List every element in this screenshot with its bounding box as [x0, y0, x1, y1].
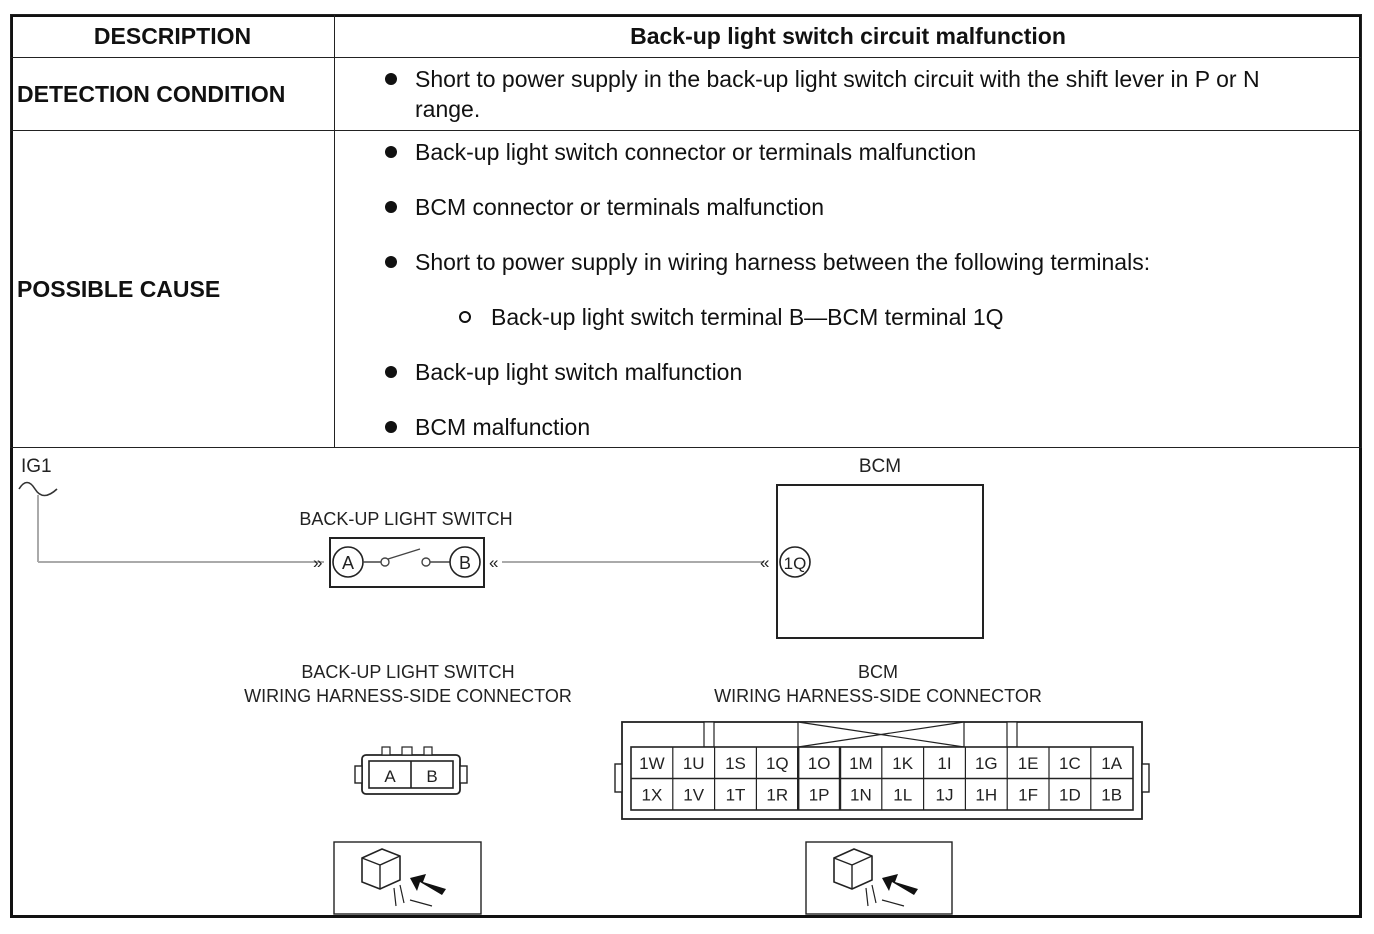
bcm-pin-label: 1S — [725, 754, 746, 773]
bcm-pin-label: 1L — [893, 785, 912, 804]
switch-connector-subtitle: WIRING HARNESS-SIDE CONNECTOR — [244, 686, 572, 706]
cause-item: Back-up light switch malfunction — [335, 357, 1361, 387]
bcm-pin-label: 1D — [1059, 785, 1081, 804]
bcm-pin-label: 1P — [809, 785, 830, 804]
power-source-icon — [18, 481, 58, 497]
bcm-connector-view-icon — [805, 841, 953, 915]
malfunction-title: Back-up light switch circuit malfunction — [334, 14, 1362, 58]
bcm-pin-label: 1K — [892, 754, 913, 773]
switch-connector-view-icon — [333, 841, 482, 915]
description-header: DESCRIPTION — [10, 14, 335, 58]
switch-connector-face — [354, 746, 468, 795]
bcm-pin-label: 1C — [1059, 754, 1081, 773]
switch-connector-title: BACK-UP LIGHT SWITCH — [301, 662, 514, 682]
detection-item: Short to power supply in the back-up lig… — [335, 64, 1361, 124]
bcm-connector-title: BCM — [858, 662, 898, 682]
detection-cell: Short to power supply in the back-up lig… — [334, 57, 1362, 131]
switch-pin-b: B — [426, 767, 437, 786]
detection-label: DETECTION CONDITION — [10, 57, 335, 131]
connector-chevron-icon: « — [489, 553, 498, 572]
power-label: IG1 — [21, 456, 52, 477]
switch-terminal-b — [449, 546, 481, 578]
cause-item: BCM malfunction — [335, 412, 1361, 442]
detection-list: Short to power supply in the back-up lig… — [335, 58, 1361, 130]
bcm-pin-label: 1J — [936, 785, 954, 804]
bcm-pin-label: 1G — [975, 754, 998, 773]
bcm-pin-label: 1F — [1018, 785, 1038, 804]
cause-item: Short to power supply in wiring harness … — [335, 247, 1361, 277]
connector-chevron-icon: » — [313, 553, 322, 572]
cause-row: POSSIBLE CAUSE Back-up light switch conn… — [10, 130, 1362, 448]
info-table: DESCRIPTION Back-up light switch circuit… — [10, 14, 1362, 448]
header-row: DESCRIPTION Back-up light switch circuit… — [10, 14, 1362, 58]
bcm-pin-label: 1T — [726, 785, 746, 804]
cause-list: Back-up light switch connector or termin… — [335, 137, 1361, 442]
bcm-pin-label: 1R — [766, 785, 788, 804]
cause-subitem: Back-up light switch terminal B—BCM term… — [335, 302, 1361, 332]
switch-pin-a: A — [384, 767, 396, 786]
cause-label: POSSIBLE CAUSE — [10, 130, 335, 448]
bcm-terminal-label: 1Q — [784, 554, 807, 573]
bcm-pin-grid: 1W 1U 1S 1Q 1O 1M 1K 1I 1G 1E 1C 1A 1X 1V 1T 1R 1P 1N 1L 1J… — [639, 747, 1123, 810]
cause-item: Back-up light switch connector or termin… — [335, 137, 1361, 167]
switch-terminal-a-label: A — [342, 553, 354, 573]
bcm-pin-label: 1M — [849, 754, 873, 773]
switch-blade-icon — [387, 548, 421, 560]
bcm-pin-label: 1I — [937, 754, 951, 773]
bcm-pin-label: 1X — [642, 785, 663, 804]
bcm-pin-label: 1B — [1101, 785, 1122, 804]
connector-chevron-icon: « — [760, 553, 769, 572]
bcm-pin-label: 1N — [850, 785, 872, 804]
bcm-pin-label: 1W — [639, 754, 665, 773]
bcm-pin-label: 1A — [1101, 754, 1122, 773]
bcm-pin-label: 1Q — [766, 754, 789, 773]
cause-cell: Back-up light switch connector or termin… — [334, 130, 1362, 448]
bcm-connector-subtitle: WIRING HARNESS-SIDE CONNECTOR — [714, 686, 1042, 706]
bcm-pin-label: 1U — [683, 754, 705, 773]
bcm-label: BCM — [859, 456, 901, 477]
bcm-pin-label: 1H — [975, 785, 997, 804]
cause-item: BCM connector or terminals malfunction — [335, 192, 1361, 222]
bcm-pin-label: 1E — [1018, 754, 1039, 773]
bcm-terminal-1q — [779, 546, 811, 578]
bcm-pin-label: 1V — [683, 785, 704, 804]
bcm-pin-label: 1O — [808, 754, 831, 773]
switch-contact-icon — [421, 557, 431, 567]
switch-terminal-b-label: B — [459, 553, 471, 573]
switch-contact-icon — [380, 557, 390, 567]
switch-label: BACK-UP LIGHT SWITCH — [299, 509, 512, 529]
bcm-box — [776, 484, 984, 639]
detection-row: DETECTION CONDITION Short to power suppl… — [10, 57, 1362, 131]
wiring-diagram: IG1 BACK-UP LIGHT SWITCH » « A B BCM « 1… — [18, 456, 1150, 915]
